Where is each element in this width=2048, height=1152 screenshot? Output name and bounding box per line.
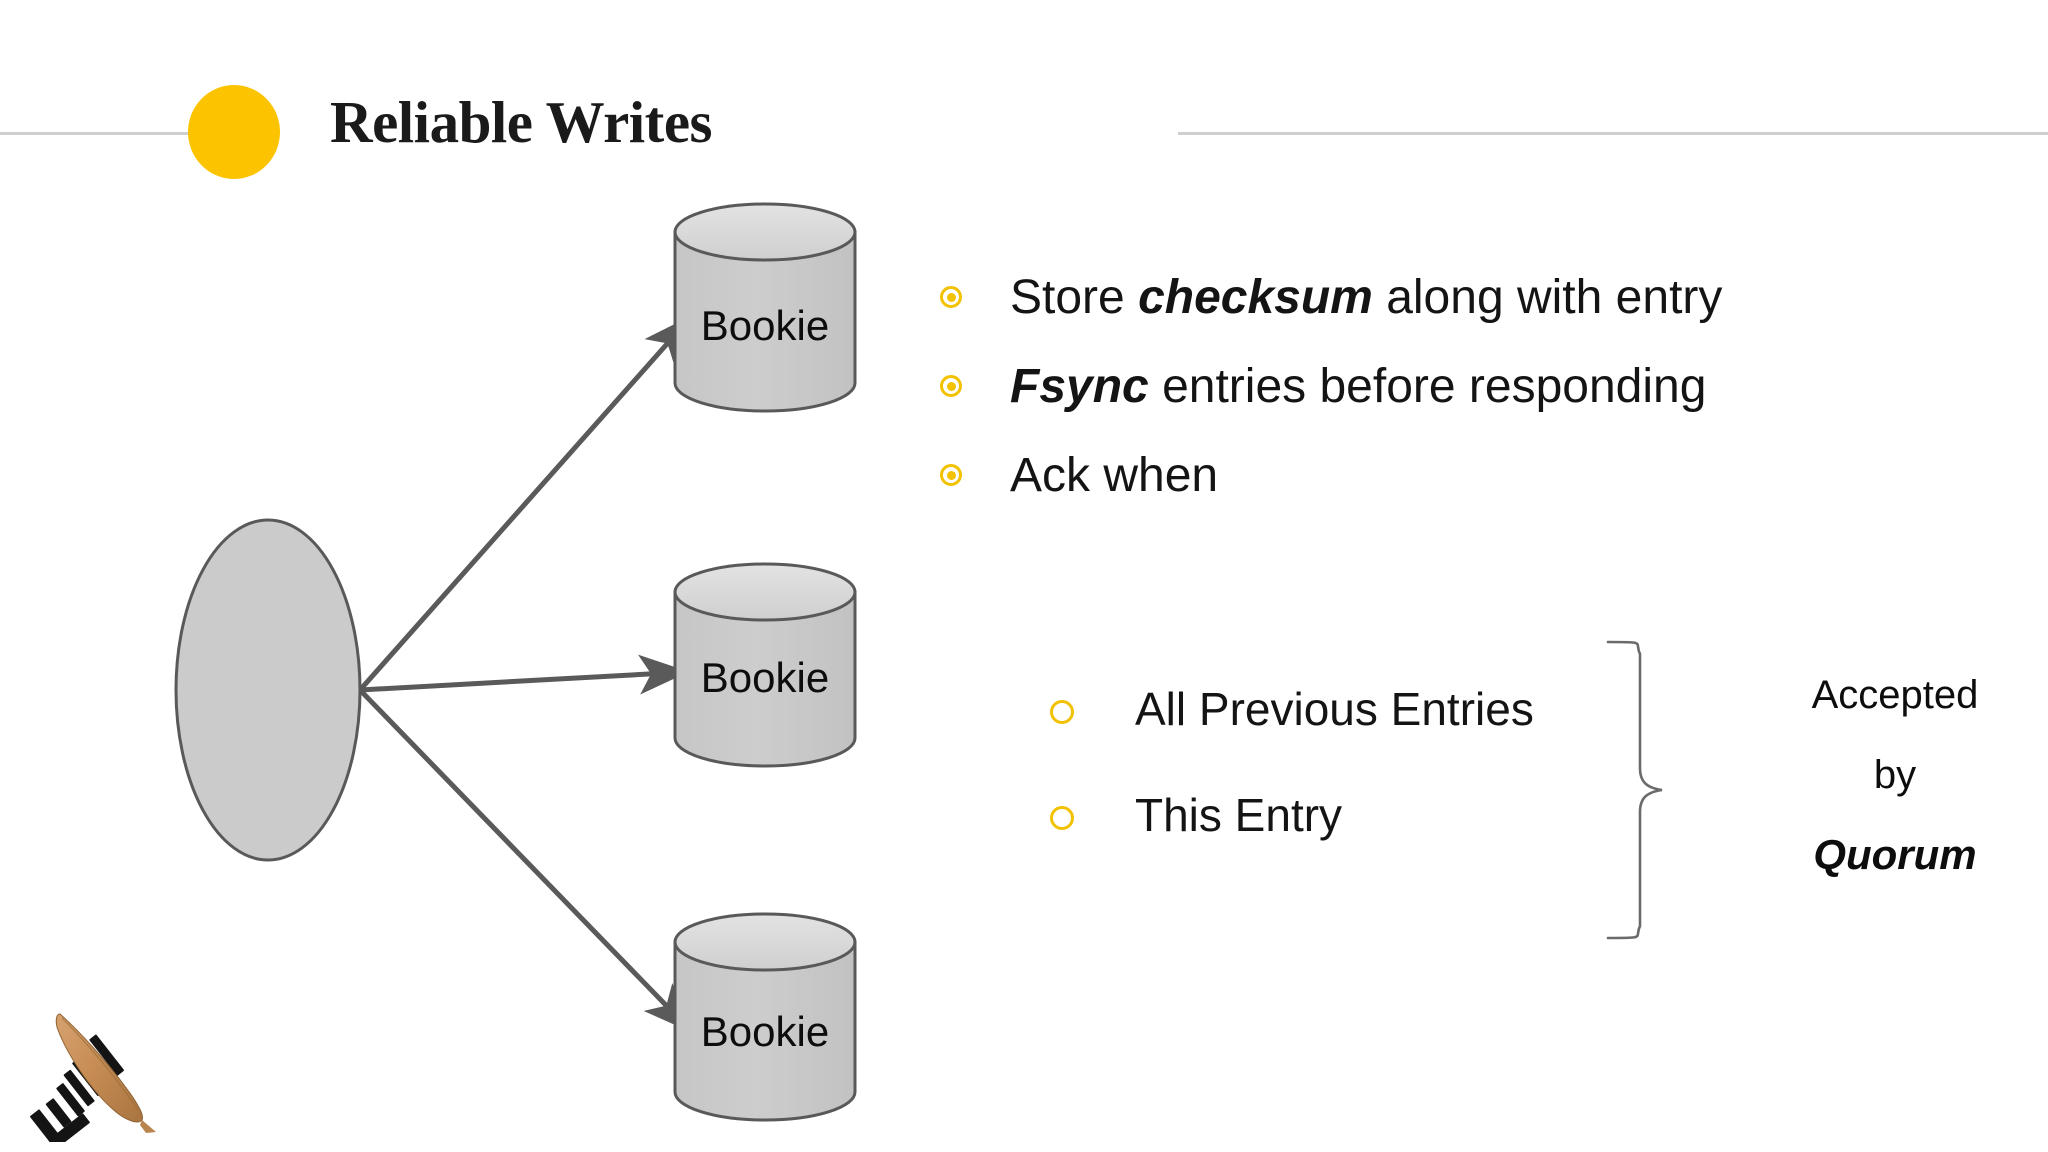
bullet-item-3-text: Ack when xyxy=(1010,448,1218,503)
header-rule-right xyxy=(1178,132,2048,135)
bullet-item-2-text: Fsync entries before responding xyxy=(1010,359,1706,414)
bullet-item-3-prefix: Ack when xyxy=(1010,449,1219,503)
filled-ring-bullet-icon xyxy=(940,286,962,308)
bullet-item-1-suffix: along with entry xyxy=(1372,271,1723,324)
bullet-item-2-suffix: entries before responding xyxy=(1148,360,1707,414)
hollow-circle-bullet-icon xyxy=(1050,700,1074,724)
arrow-to-bookie-3 xyxy=(358,688,693,1033)
brace-caption-line-2: by xyxy=(1873,753,1917,797)
sub-bullet-item-2: This Entry xyxy=(1050,788,1810,842)
bookie-node-1-label: Bookie xyxy=(701,302,829,349)
client-node-ellipse xyxy=(174,518,362,862)
bookie-node-2: Bookie xyxy=(673,562,857,768)
apache-feather-logo-icon xyxy=(30,1013,156,1142)
bookie-node-2-label: Bookie xyxy=(701,654,829,701)
bookie-node-3-label: Bookie xyxy=(701,1008,829,1055)
filled-ring-bullet-icon xyxy=(940,464,962,487)
bookie-node-3: Bookie xyxy=(673,912,857,1122)
bullet-item-1-prefix: Store xyxy=(1010,271,1139,324)
bookie-node-1: Bookie xyxy=(673,202,857,413)
bullet-item-2-emphasis: Fsync xyxy=(1010,360,1149,414)
bullet-item-2: Fsync entries before responding xyxy=(940,359,2040,414)
arrow-to-bookie-2 xyxy=(359,654,689,695)
sub-bullet-item-2-text: This Entry xyxy=(1135,789,1343,841)
brace-caption: Accepted by Quorum xyxy=(1740,655,2048,895)
filled-ring-bullet-icon xyxy=(940,375,962,398)
sub-bullet-item-1: All Previous Entries xyxy=(1050,682,1810,736)
header-rule-left xyxy=(0,132,232,135)
bullet-marker xyxy=(940,359,1010,398)
sub-bullet-marker xyxy=(1050,788,1135,830)
grouping-brace-icon xyxy=(1606,640,1663,940)
bullet-marker xyxy=(940,270,1010,308)
title-bullet-dot-icon xyxy=(188,85,280,179)
brace-caption-line-1: Accepted xyxy=(1811,673,1979,717)
bullet-item-3: Ack when xyxy=(940,448,2040,503)
sub-bullet-list: All Previous Entries This Entry xyxy=(1050,682,1810,894)
arrow-to-bookie-1 xyxy=(358,315,693,692)
sub-bullet-item-1-text: All Previous Entries xyxy=(1135,683,1534,735)
bullet-item-1-emphasis: checksum xyxy=(1138,271,1373,324)
hollow-circle-bullet-icon xyxy=(1050,806,1074,830)
sub-bullet-marker xyxy=(1050,682,1135,724)
write-fanout-diagram: Bookie Bookie Bookie xyxy=(174,202,857,1122)
bullet-marker xyxy=(940,448,1010,487)
bullet-item-1: Store checksum along with entry xyxy=(940,270,2040,325)
brace-caption-line-3: Quorum xyxy=(1813,831,1977,878)
bullet-list: Store checksum along with entry Fsync en… xyxy=(940,270,2040,538)
bullet-item-1-text: Store checksum along with entry xyxy=(1010,270,1722,325)
page-title: Reliable Writes xyxy=(330,89,712,155)
diagram-arrows xyxy=(358,315,693,1033)
